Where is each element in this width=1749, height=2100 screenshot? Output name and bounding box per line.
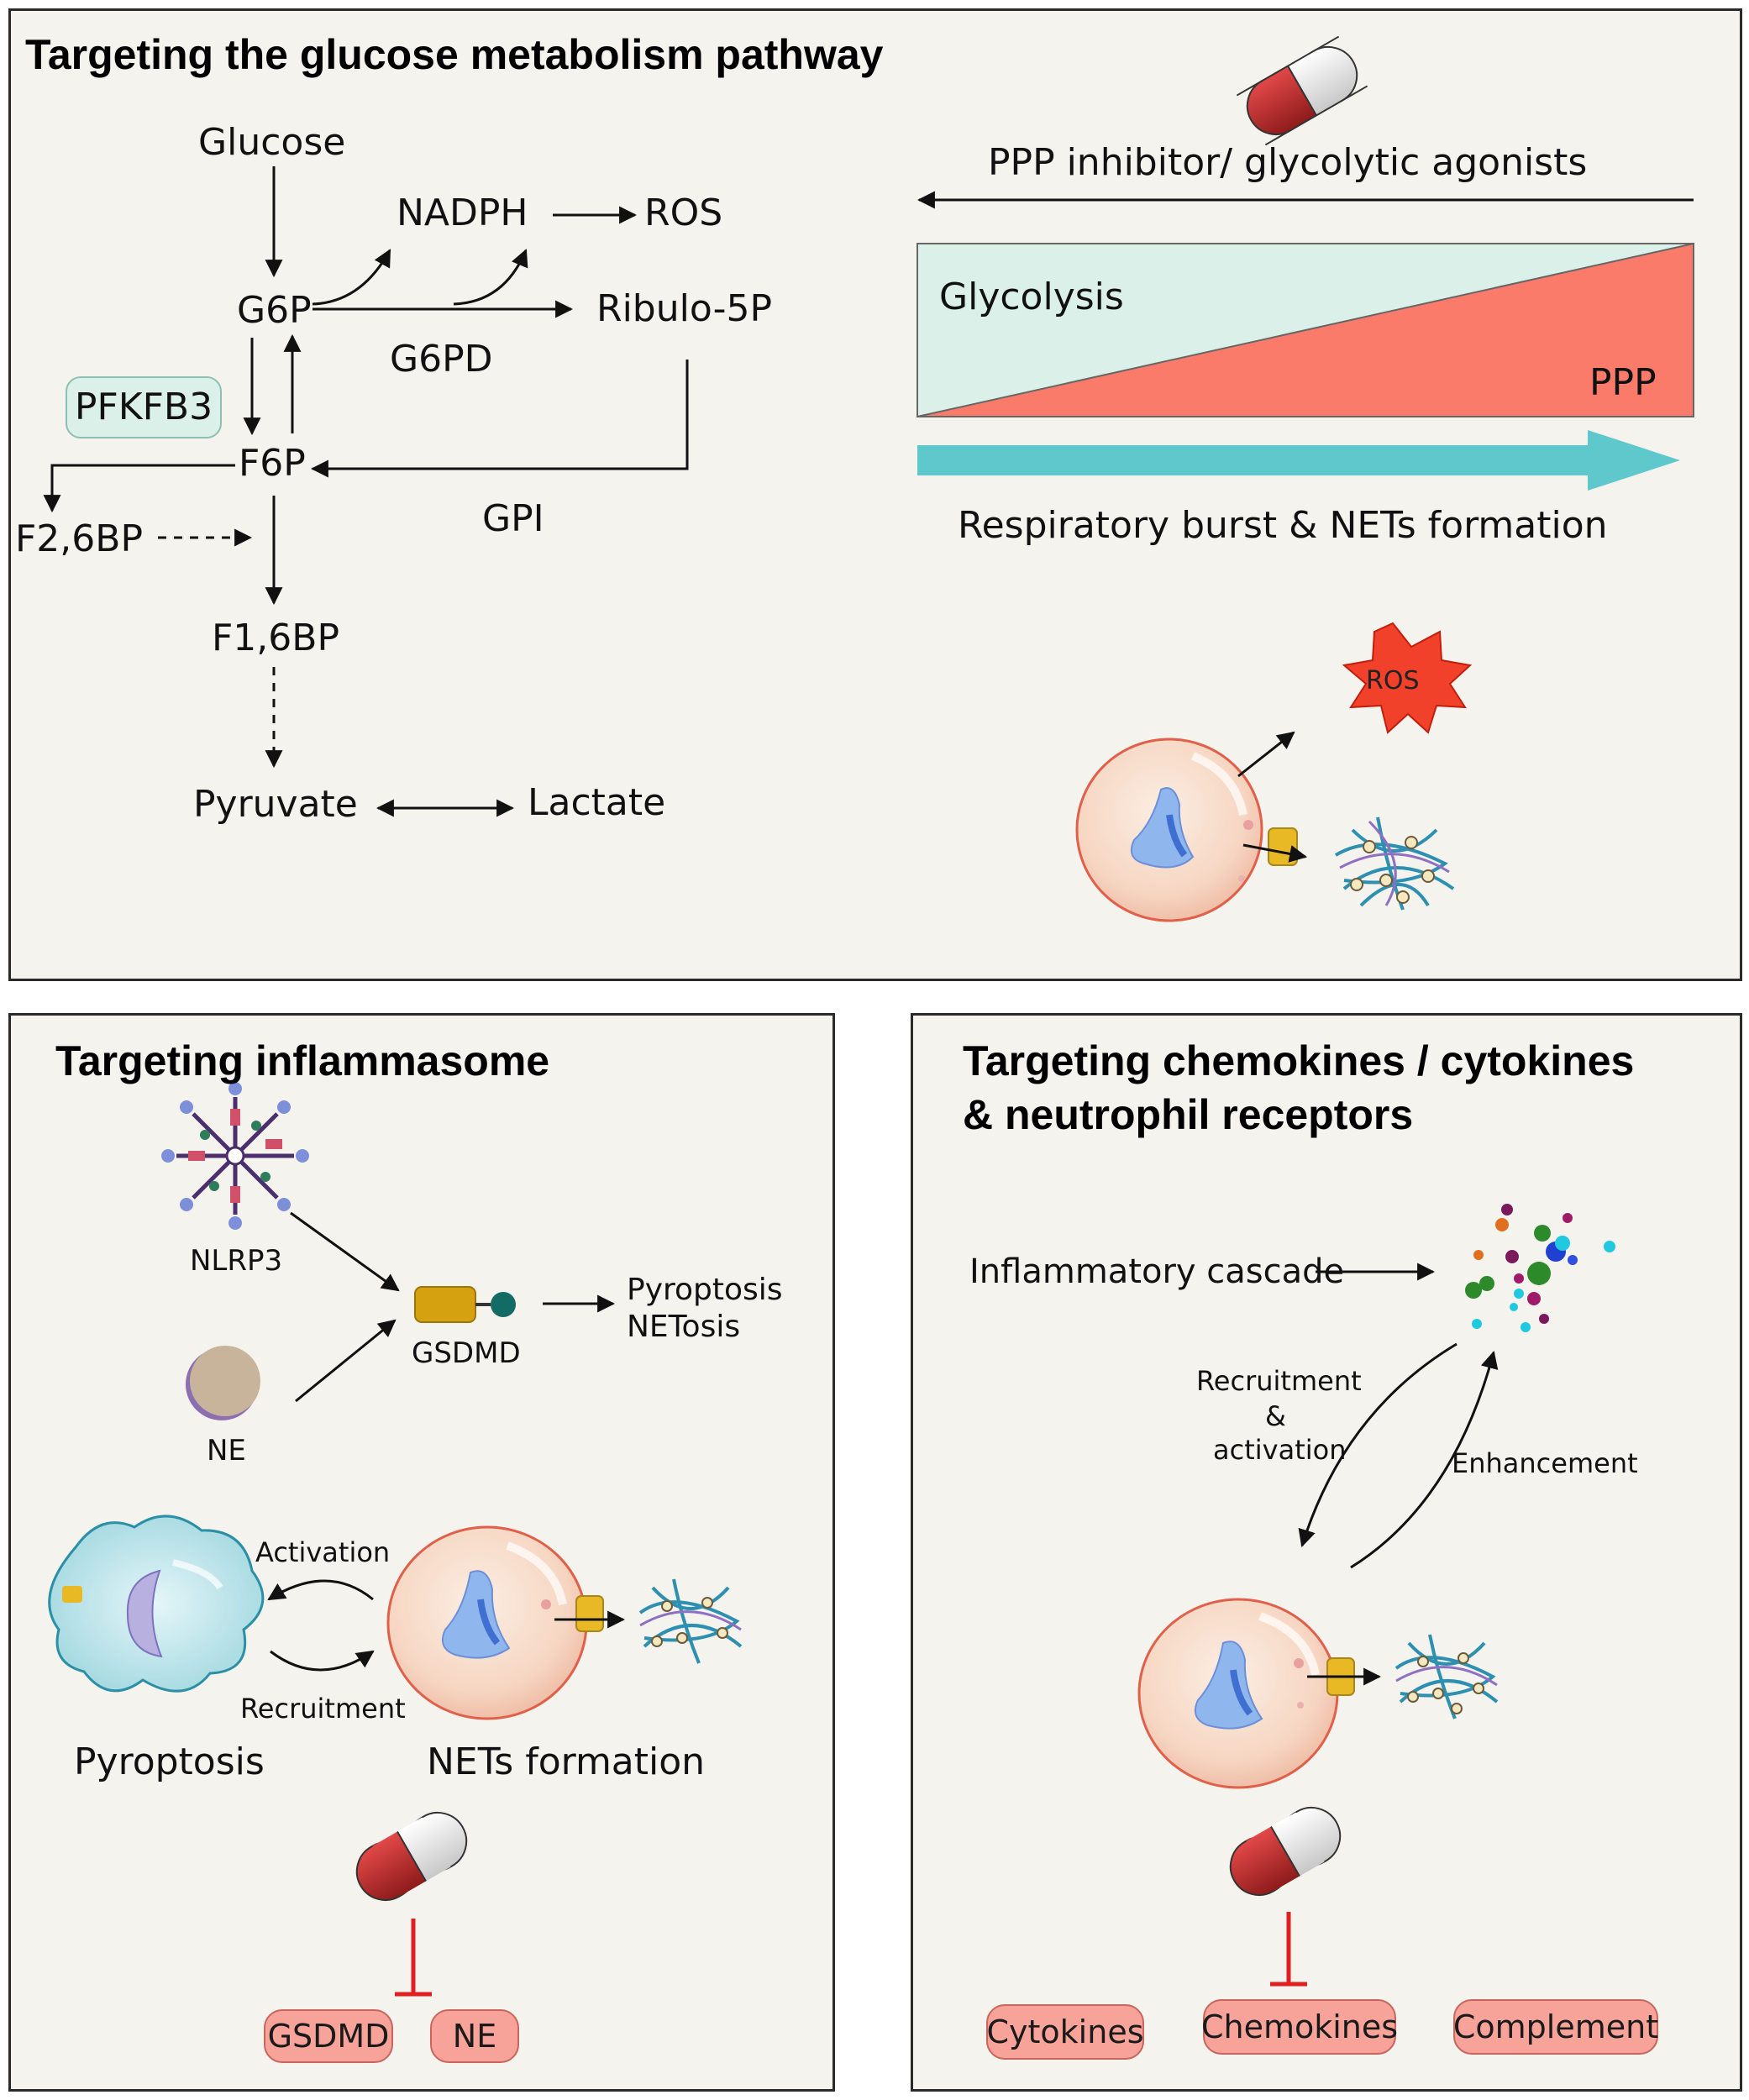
macrophage-cell-icon <box>48 1515 265 1693</box>
ppp-inhibitor-label: PPP inhibitor/ glycolytic agonists <box>988 141 1588 184</box>
pyroptosis-label: Pyroptosis <box>74 1740 265 1783</box>
drug-capsule-icon <box>1236 35 1368 146</box>
gsdmd-label: GSDMD <box>412 1336 521 1370</box>
ros-burst-label: ROS <box>1366 666 1420 696</box>
recruitment-label: Recruitment <box>240 1693 406 1725</box>
glucose-metabolism-panel <box>8 8 1742 981</box>
recruitment-activation-label-2: & <box>1265 1400 1286 1432</box>
respiratory-burst-arrow <box>917 430 1680 491</box>
cytokine-particles-icon <box>1465 1204 1615 1332</box>
glucose-panel-title: Targeting the glucose metabolism pathway <box>25 31 884 78</box>
node-ros: ROS <box>644 192 723 234</box>
label-gpi: GPI <box>482 497 544 540</box>
chemokines-panel-title-line2: & neutrophil receptors <box>963 1091 1414 1138</box>
neutrophil-cell-panel3-icon <box>1137 1598 1355 1789</box>
nets-web-icon <box>1334 816 1455 911</box>
node-lactate: Lactate <box>528 781 666 824</box>
target-gsdmd-pill: GSDMD <box>264 2009 393 2063</box>
node-glucose: Glucose <box>198 121 346 164</box>
target-complement-pill: Complement <box>1453 1999 1658 2055</box>
recruitment-activation-label-1: Recruitment <box>1196 1365 1362 1397</box>
ros-starburst-icon <box>1342 622 1473 734</box>
pfkfb3-badge: PFKFB3 <box>66 376 222 438</box>
gsdmd-protein-icon <box>414 1286 516 1323</box>
enhancement-label: Enhancement <box>1452 1447 1638 1479</box>
nets-formation-label: NETs formation <box>427 1740 706 1783</box>
drug-capsule-panel2-icon <box>355 1812 468 1901</box>
recruitment-activation-label-3: activation <box>1213 1434 1347 1466</box>
respiratory-burst-label: Respiratory burst & NETs formation <box>958 504 1608 547</box>
inflammasome-panel-title: Targeting inflammasome <box>55 1037 550 1084</box>
ne-protein-icon <box>186 1346 260 1420</box>
target-cytokines-pill: Cytokines <box>986 2004 1144 2060</box>
node-ribulo-5p: Ribulo-5P <box>596 287 772 330</box>
outcome-netosis-label: NETosis <box>627 1310 741 1344</box>
inflammatory-cascade-label: Inflammatory cascade <box>969 1252 1345 1291</box>
node-nadph: NADPH <box>397 192 528 234</box>
pathway-arrows <box>43 166 689 817</box>
neutrophil-cell-panel2-icon <box>386 1525 604 1720</box>
neutrophil-cell-icon <box>1075 738 1298 922</box>
outcome-pyroptosis-label: Pyroptosis <box>627 1273 783 1307</box>
glycolysis-label: Glycolysis <box>939 276 1124 318</box>
node-pyruvate: Pyruvate <box>193 783 358 826</box>
label-g6pd: G6PD <box>390 338 493 381</box>
node-f16bp: F1,6BP <box>212 617 340 659</box>
inhibition-bar-panel3 <box>1270 1912 1307 1987</box>
target-ne-pill: NE <box>430 2009 519 2063</box>
node-f6p: F6P <box>239 442 306 485</box>
drug-capsule-panel3-icon <box>1229 1807 1342 1896</box>
inhibition-bar-panel2 <box>395 1919 432 1997</box>
nets-web-panel2-icon <box>638 1578 743 1664</box>
glycolysis-ppp-wedge <box>917 242 1694 417</box>
node-f26bp: F2,6BP <box>15 517 144 560</box>
nlrp3-label: NLRP3 <box>190 1244 283 1278</box>
ne-label: NE <box>207 1434 246 1467</box>
chemokines-panel-title-line1: Targeting chemokines / cytokines <box>963 1037 1635 1084</box>
nets-web-panel3-icon <box>1394 1634 1499 1719</box>
nlrp3-inflammasome-icon <box>161 1082 309 1230</box>
node-g6p: G6P <box>237 289 312 332</box>
activation-label: Activation <box>255 1536 391 1568</box>
target-chemokines-pill: Chemokines <box>1201 1999 1398 2055</box>
ppp-label: PPP <box>1589 361 1657 404</box>
